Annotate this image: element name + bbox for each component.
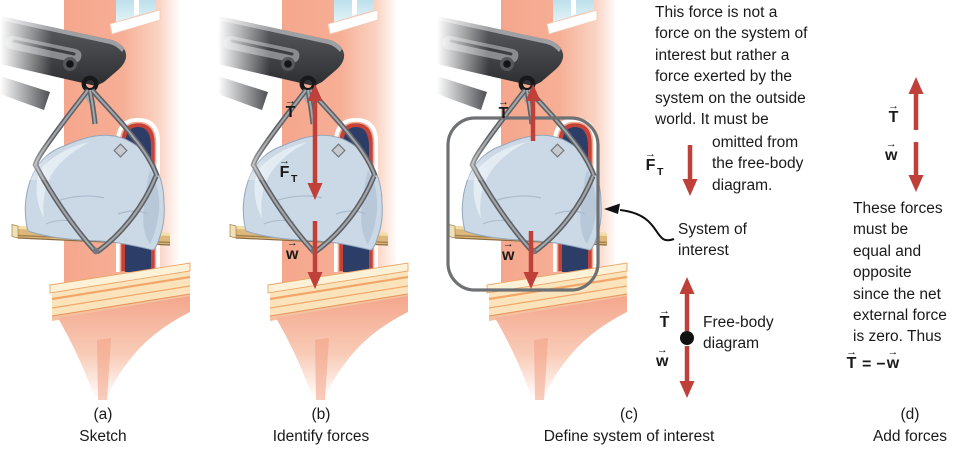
caption-letter: (d) [900, 406, 920, 423]
ft-callout-arrow [682, 145, 698, 196]
vector-arrow-mark: → [888, 100, 899, 112]
weight-letter: w [656, 353, 669, 370]
equals-sign: = [862, 356, 872, 373]
tension-vector-label-b: → T [285, 95, 296, 121]
vector-arrow-mark: → [498, 96, 509, 108]
vector-arrow-mark: → [285, 95, 296, 107]
vector-arrow-mark: → [885, 138, 897, 150]
weight-letter: w [885, 147, 898, 164]
minus-sign: − [876, 356, 886, 373]
panel-b-force-arrows [307, 84, 323, 289]
force-t-letter: F [279, 164, 290, 181]
panel-c-force-arrows [523, 84, 541, 289]
scene-panel-b [218, 0, 408, 400]
fbd-weight-label: → w [656, 344, 669, 370]
vector-arrow-mark: → [659, 305, 670, 317]
weight-vector-label-d: → w [885, 138, 898, 164]
vector-arrow-mark: → [846, 346, 857, 358]
force-t-vector-label-c: → F T [645, 148, 664, 179]
caption-label: Identify forces [272, 428, 370, 445]
fbd-tension-label: → T [659, 305, 670, 331]
tension-letter: T [498, 105, 509, 122]
caption-letter: (b) [311, 406, 331, 423]
tension-vector-label-d: → T [888, 100, 899, 126]
vector-arrow-mark: → [279, 155, 290, 167]
weight-letter: w [502, 247, 515, 264]
system-of-interest-box [446, 116, 600, 292]
caption-d: (d) Add forces [800, 404, 975, 448]
caption-b: (b) Identify forces [211, 404, 431, 448]
vector-arrow-mark: → [502, 238, 514, 250]
tension-vector-label-c: → T [498, 96, 509, 122]
force-t-letter: F [645, 157, 656, 174]
vector-arrow-mark: → [645, 148, 656, 160]
vector-arrow-mark: → [656, 344, 668, 356]
equation-lhs: T [846, 355, 857, 372]
force-t-subscript: T [291, 173, 298, 185]
tension-letter: T [285, 104, 296, 121]
weight-vector-label-c: → w [502, 238, 515, 264]
tension-letter: T [888, 109, 899, 126]
vector-arrow-mark: → [286, 237, 298, 249]
weight-vector-label-b: → w [286, 237, 299, 263]
vector-arrow-mark: → [887, 346, 899, 358]
force-t-subscript: T [657, 166, 664, 178]
caption-label: Sketch [79, 428, 127, 445]
point-mass-dot [680, 331, 694, 345]
free-body-diagram [679, 277, 695, 398]
panel-d-force-arrows [908, 77, 924, 192]
tension-weight-equation: → T = − → w [846, 346, 900, 374]
panel-c-overlay [446, 84, 698, 398]
tension-letter: T [659, 314, 670, 331]
caption-label: Add forces [872, 428, 948, 445]
weight-letter: w [286, 246, 299, 263]
force-t-vector-label-b: → F T [279, 155, 298, 186]
equation-rhs: w [886, 355, 900, 372]
caption-c: (c) Define system of interest [519, 404, 739, 448]
system-pointer-arrow [604, 203, 675, 242]
caption-letter: (a) [93, 406, 113, 423]
caption-letter: (c) [619, 406, 639, 423]
scene-panel-a [0, 0, 190, 400]
caption-label: Define system of interest [543, 428, 715, 445]
caption-a: (a) Sketch [0, 404, 213, 448]
